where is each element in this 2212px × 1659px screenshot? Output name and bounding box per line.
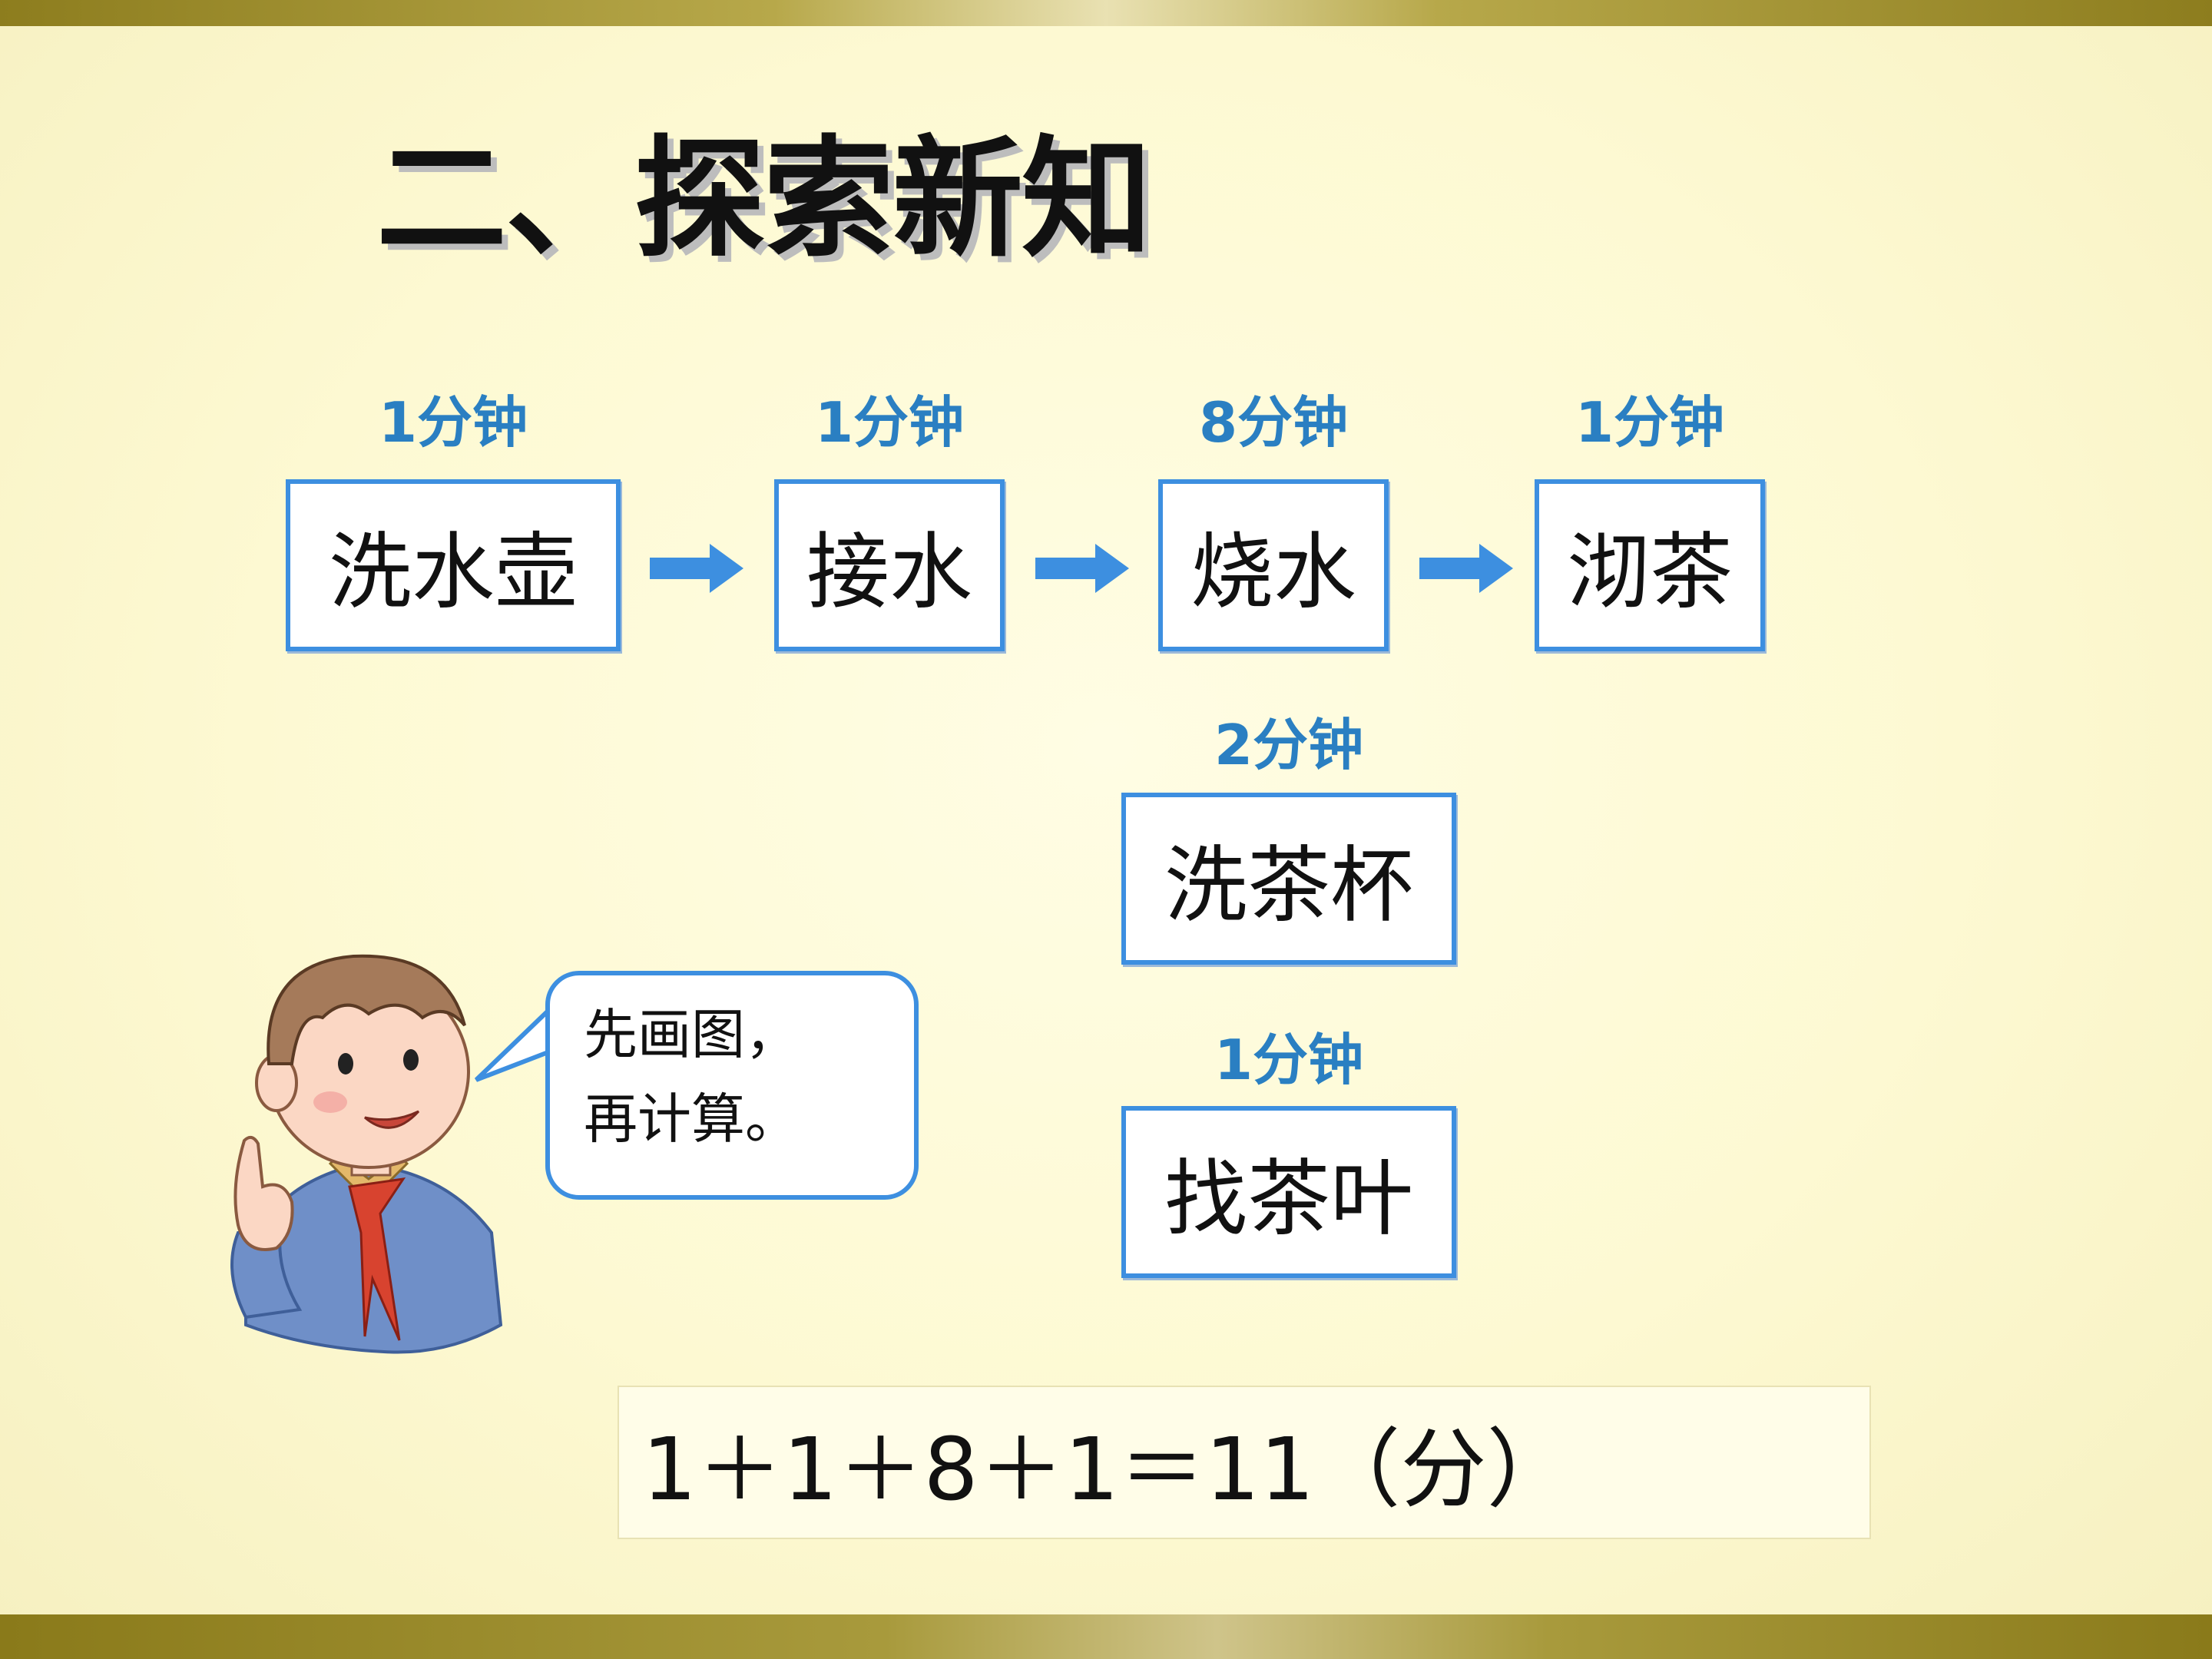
right-arrow-icon <box>650 544 743 593</box>
formula-text: 1＋1＋8＋1＝11（分） <box>642 1420 1573 1520</box>
step-time-fetch-water: 1分钟 <box>814 390 965 455</box>
step-label-find-tea: 找茶叶 <box>1164 1151 1413 1247</box>
step-time-make-tea: 1分钟 <box>1575 390 1725 455</box>
step-label-wash-kettle: 洗水壶 <box>328 525 578 621</box>
bottom-decor-band <box>0 1614 2212 1659</box>
page-title: 二、探索新知 <box>376 124 1152 276</box>
boy-illustration <box>230 954 503 1354</box>
step-label-fetch-water: 接水 <box>806 525 972 621</box>
speech-line-2: 再计算。 <box>584 1088 799 1151</box>
speech-bubble: 先画图， 再计算。 <box>545 971 919 1200</box>
step-box-make-tea: 沏茶 <box>1535 479 1765 651</box>
step-box-boil-water: 烧水 <box>1158 479 1389 651</box>
right-arrow-icon <box>1419 544 1513 593</box>
right-arrow-icon <box>1035 544 1129 593</box>
step-time-find-tea: 1分钟 <box>1214 1028 1364 1092</box>
step-box-fetch-water: 接水 <box>774 479 1005 651</box>
top-decor-band <box>0 0 2212 26</box>
step-box-wash-kettle: 洗水壶 <box>286 479 621 651</box>
step-time-boil-water: 8分钟 <box>1198 390 1349 455</box>
step-box-wash-cups: 洗茶杯 <box>1121 793 1456 965</box>
step-label-make-tea: 沏茶 <box>1566 525 1733 621</box>
formula-box: 1＋1＋8＋1＝11（分） <box>618 1386 1871 1539</box>
step-time-wash-kettle: 1分钟 <box>378 390 528 455</box>
speech-bubble-tail <box>474 1001 558 1082</box>
step-time-wash-cups: 2分钟 <box>1214 713 1364 777</box>
step-label-boil-water: 烧水 <box>1190 525 1356 621</box>
speech-line-1: 先画图， <box>584 1003 799 1066</box>
step-label-wash-cups: 洗茶杯 <box>1164 838 1413 934</box>
step-box-find-tea: 找茶叶 <box>1121 1106 1456 1278</box>
